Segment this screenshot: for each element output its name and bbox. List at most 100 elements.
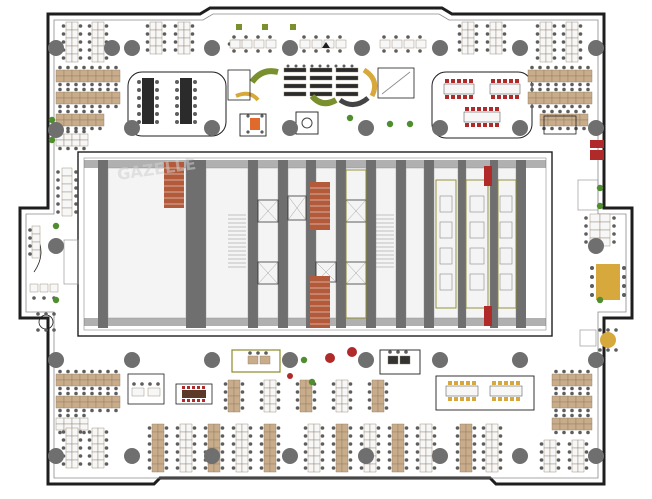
red-chair	[491, 79, 495, 83]
desk	[91, 435, 99, 445]
chair	[320, 466, 325, 470]
desk	[425, 423, 433, 433]
chair	[147, 458, 152, 462]
chair	[114, 65, 118, 70]
desk	[269, 431, 277, 441]
desk	[415, 39, 427, 49]
chair	[98, 386, 102, 391]
lounge-sofa-green	[309, 93, 338, 107]
desk	[241, 447, 249, 457]
structural-column	[124, 40, 140, 56]
desk	[87, 373, 97, 381]
chair	[295, 406, 300, 410]
red-chair	[445, 95, 449, 99]
desk	[589, 213, 601, 223]
chair	[554, 369, 558, 374]
chair	[162, 40, 167, 44]
chair	[539, 466, 544, 470]
chair	[554, 82, 558, 87]
structural-column	[512, 448, 528, 464]
desk	[559, 395, 569, 403]
desk	[185, 455, 193, 465]
chair	[546, 104, 550, 109]
desk	[79, 69, 89, 77]
chair	[562, 82, 566, 87]
chair	[502, 48, 507, 52]
chair	[74, 210, 78, 214]
desk	[229, 39, 241, 49]
kitchenette	[227, 69, 251, 101]
desk	[571, 37, 579, 47]
desk	[559, 423, 569, 431]
desk	[91, 53, 99, 63]
chair	[220, 442, 225, 446]
conference-table	[489, 83, 521, 95]
chair	[87, 32, 92, 36]
desk	[185, 431, 193, 441]
red-chair	[495, 123, 499, 127]
chair	[98, 87, 102, 92]
chair	[147, 426, 152, 430]
desk	[149, 29, 157, 39]
desk	[571, 439, 579, 449]
desk	[495, 29, 503, 39]
chair	[78, 40, 83, 44]
desk	[567, 373, 577, 381]
desk	[575, 97, 585, 105]
red-chair	[469, 95, 473, 99]
desk	[563, 113, 573, 121]
chair	[326, 49, 330, 53]
chair	[586, 386, 590, 391]
plant	[52, 222, 60, 230]
chair	[78, 56, 83, 60]
plant	[346, 114, 354, 122]
desk	[207, 423, 215, 433]
yellow-chair	[466, 397, 470, 401]
chair	[90, 104, 94, 109]
desk	[177, 29, 185, 39]
chair	[90, 109, 94, 114]
desk	[71, 401, 81, 409]
chair	[561, 24, 566, 28]
olive-meeting-room	[231, 349, 281, 373]
desk	[313, 423, 321, 433]
desk	[567, 401, 577, 409]
desk	[97, 443, 105, 453]
desk	[263, 455, 271, 465]
chair	[558, 126, 562, 131]
olive-room	[345, 169, 367, 319]
chair	[192, 426, 197, 430]
desk	[103, 91, 113, 99]
chair	[586, 82, 590, 87]
chair	[44, 328, 48, 332]
desk	[213, 439, 221, 449]
chair	[66, 126, 70, 131]
desk	[157, 439, 165, 449]
chair	[584, 450, 589, 454]
red-cabinet	[590, 150, 604, 160]
core-wall	[396, 160, 406, 328]
core-room	[465, 167, 491, 319]
chair	[58, 430, 62, 435]
chair	[539, 450, 544, 454]
desk	[65, 451, 73, 461]
desk	[263, 439, 271, 449]
desk	[95, 119, 105, 127]
red-chair	[197, 386, 200, 389]
chair	[406, 49, 410, 53]
chair	[556, 450, 561, 454]
chair	[432, 434, 437, 438]
yellow-chair	[472, 381, 476, 385]
meeting-room	[435, 375, 535, 411]
desk	[65, 435, 73, 445]
chair	[485, 48, 490, 52]
chair	[106, 65, 110, 70]
desk	[313, 439, 321, 449]
desk	[79, 417, 89, 425]
desk	[149, 37, 157, 47]
chair	[376, 442, 381, 446]
chair	[147, 466, 152, 470]
chair	[331, 466, 336, 470]
chair	[87, 56, 92, 60]
red-chair	[451, 79, 455, 83]
